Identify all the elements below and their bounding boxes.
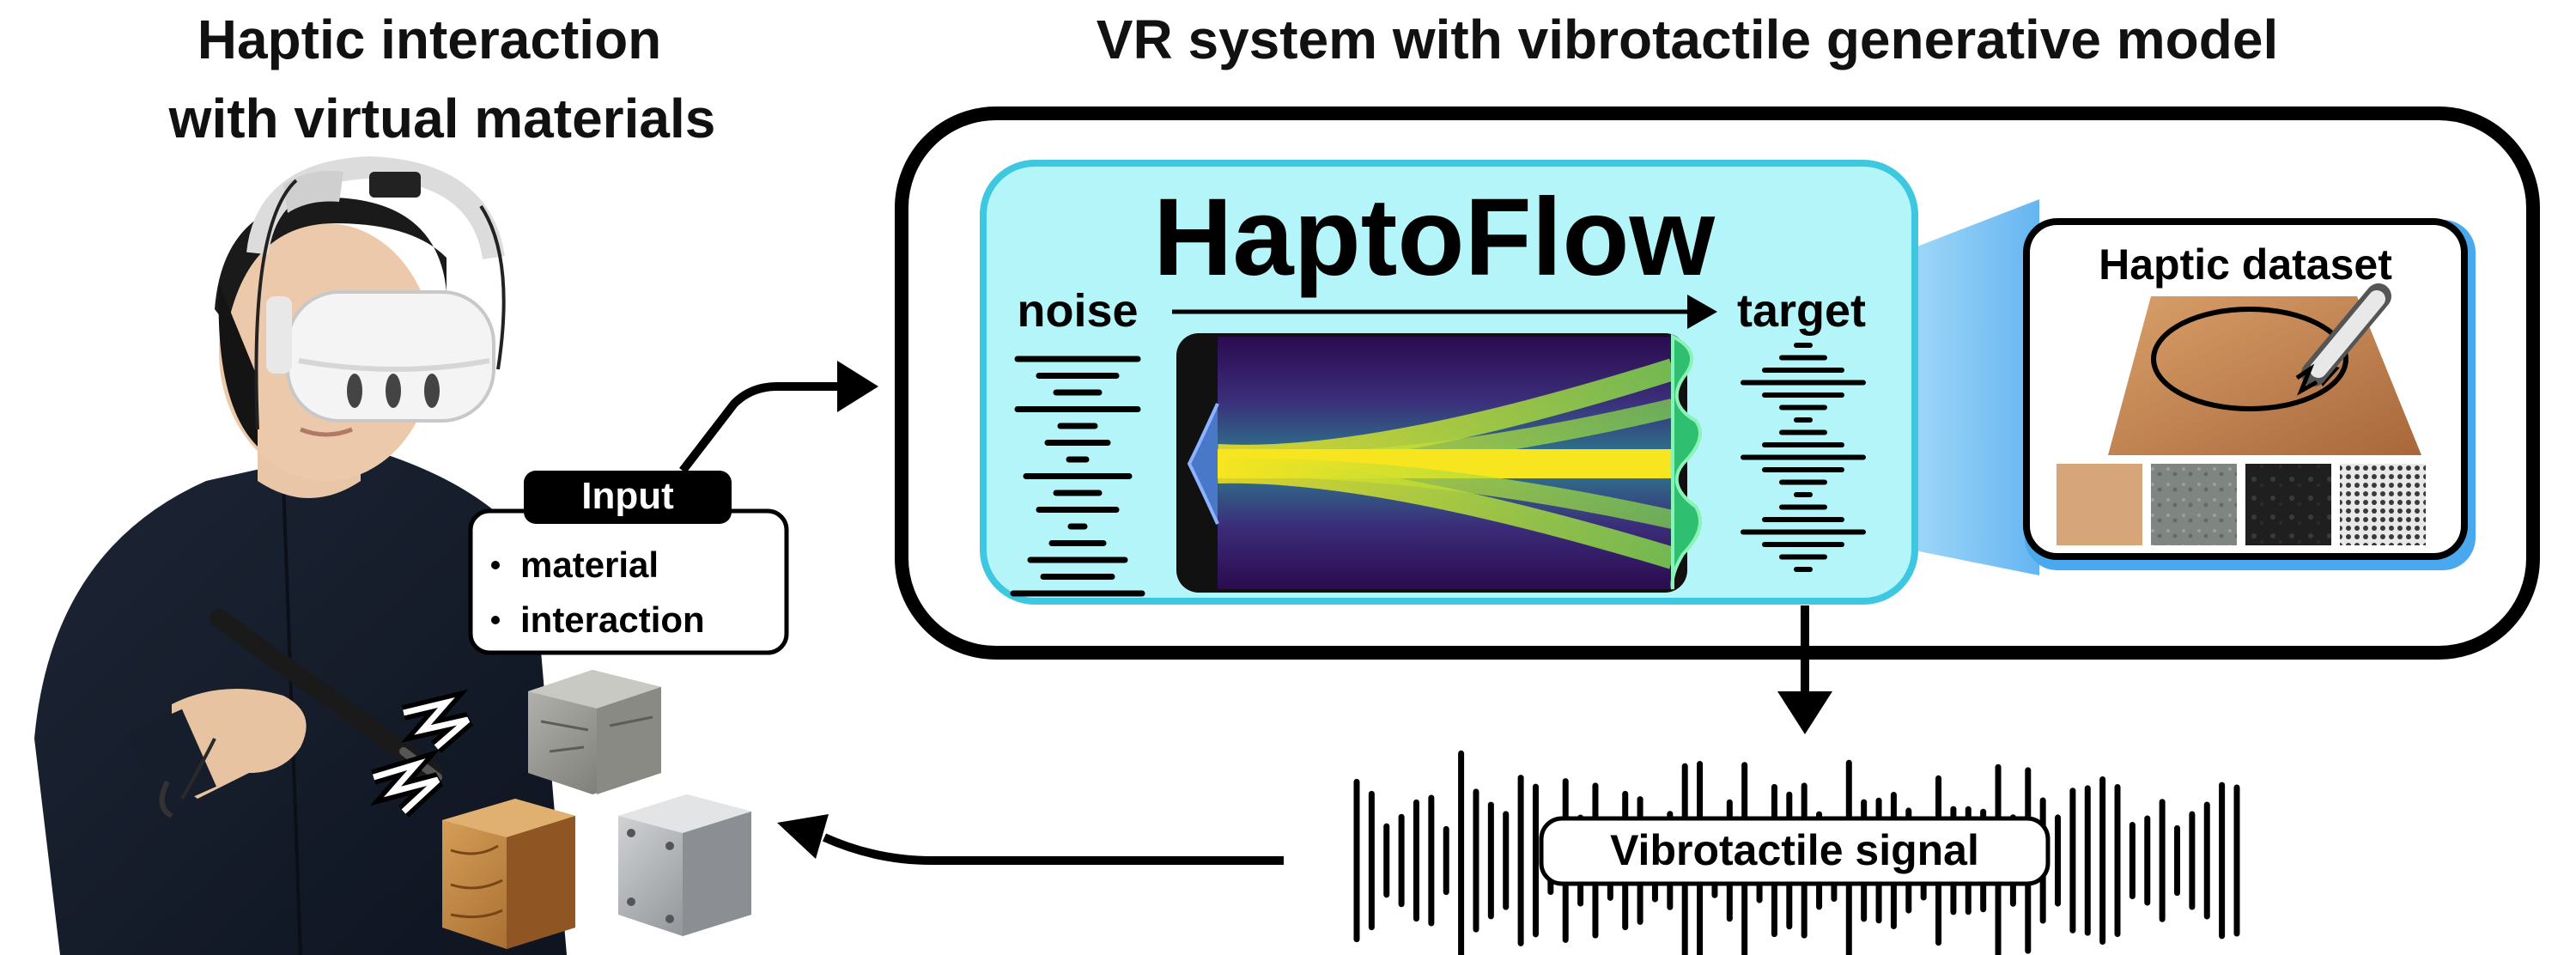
- input-item-material: material: [520, 544, 659, 585]
- vr-headset-icon: [246, 155, 506, 430]
- target-label: target: [1737, 285, 1866, 337]
- left-title-line2: with virtual materials: [168, 88, 716, 149]
- signal-label-box: [1539, 816, 2050, 886]
- left-title-line1: Haptic interaction: [197, 9, 662, 70]
- dataset-beam: [1911, 199, 2039, 575]
- signal-label: Vibrotactile signal: [1610, 826, 1979, 874]
- metal-cube: [618, 794, 751, 936]
- input-to-system-arrow: [679, 361, 878, 474]
- texture-swatch-wood: [2057, 464, 2142, 545]
- noise-sample-bars: [1010, 356, 1145, 597]
- haptoflow-title: HaptoFlow: [1153, 176, 1716, 299]
- texture-swatch-mesh: [2340, 464, 2426, 545]
- dataset-title: Haptic dataset: [2099, 240, 2392, 289]
- interaction-path-loop: [2151, 307, 2348, 411]
- target-sample-bars: [1741, 343, 1866, 572]
- noise-label: noise: [1017, 285, 1138, 337]
- material-cube-icon: [442, 670, 751, 949]
- vibration-zigzag-icon: [369, 689, 473, 818]
- right-title: VR system with vibrotactile generative m…: [1097, 9, 2278, 70]
- stone-cube: [528, 670, 661, 794]
- input-label: Input: [581, 475, 674, 517]
- signal-to-user-arrow: [777, 814, 1284, 865]
- flow-direction-arrow: [1172, 295, 1717, 329]
- input-item-interaction: interaction: [520, 599, 705, 640]
- input-box: Input material interaction: [468, 471, 789, 655]
- wood-cube: [442, 799, 575, 949]
- system-to-signal-arrow: [1777, 605, 1832, 734]
- texture-swatch-dark: [2245, 464, 2331, 545]
- hand-with-stylus: [127, 689, 307, 818]
- haptic-dataset-box: Haptic dataset: [2023, 218, 2476, 570]
- flow-visualization: [1176, 333, 1702, 593]
- texture-swatch-stone: [2151, 464, 2237, 545]
- stylus-on-wood-icon: [2295, 283, 2391, 396]
- target-density-curve: [1670, 333, 1702, 590]
- flow-streams: [1217, 358, 1676, 569]
